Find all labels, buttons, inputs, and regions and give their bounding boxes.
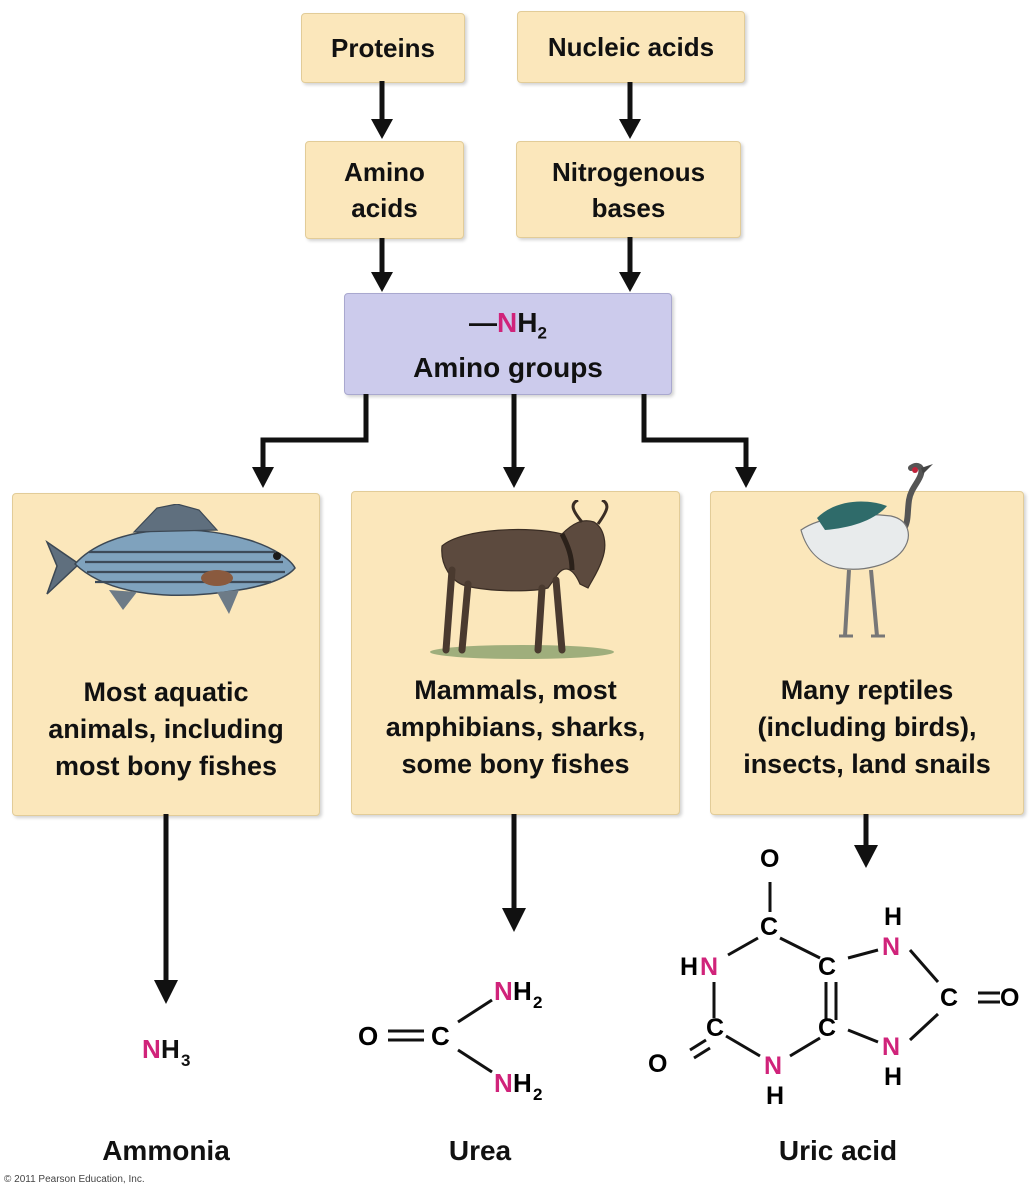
ammonia-name: Ammonia [102, 1135, 230, 1166]
arrowhead [371, 272, 393, 292]
arrowhead [502, 908, 526, 932]
arrowhead [154, 980, 178, 1004]
arrowhead [854, 845, 878, 868]
ammonia-formula: N H 3 [142, 1034, 190, 1070]
urea-n-bottom: N [494, 1068, 513, 1098]
uric-c-mid-top: C [818, 953, 836, 981]
urea-c: C [431, 1021, 450, 1051]
urea-sub-bottom: 2 [533, 1085, 542, 1104]
amino-groups-box: —NH2 Amino groups [344, 293, 672, 395]
arrowhead [371, 119, 393, 139]
mammals-label: Mammals, most amphibians, sharks, some b… [385, 675, 646, 779]
arrowhead [619, 272, 641, 292]
mammals-box: Mammals, most amphibians, sharks, some b… [351, 491, 680, 815]
amino-group-formula: —NH2 [345, 306, 671, 351]
arrowhead [619, 119, 641, 139]
uric-n-bottom: N [764, 1052, 782, 1080]
nitrogen-atom: N [497, 307, 518, 338]
urea-h-bottom: H [513, 1068, 532, 1098]
arrowhead [735, 467, 757, 488]
urea-sub-top: 2 [533, 993, 542, 1012]
reptiles-label: Many reptiles (including birds), insects… [743, 675, 991, 779]
uric-acid-name: Uric acid [778, 1135, 898, 1166]
amino-acids-line2: acids [351, 193, 418, 223]
subscript: 2 [537, 323, 547, 343]
uric-o-top: O [760, 845, 779, 873]
wildebeest-icon [430, 500, 614, 659]
uric-c-right: C [940, 984, 958, 1012]
uric-n-right-top: N [882, 933, 900, 961]
uric-h-right-bottom: H [884, 1063, 902, 1091]
nitrogenous-bases-line1: Nitrogenous [551, 156, 706, 187]
bond-dash: — [469, 307, 498, 338]
urea-h-top: H [513, 976, 532, 1006]
ammonia-h: H [161, 1034, 180, 1064]
urea-o: O [358, 1021, 378, 1051]
urea-name: Urea [448, 1135, 512, 1166]
fish-icon [45, 504, 296, 614]
uric-acid-structure: O C H N C H N C O C C O N H N H [648, 845, 1019, 1110]
uric-c-left: C [706, 1014, 724, 1042]
nucleic-acids-label: Nucleic acids [547, 32, 715, 62]
copyright-notice: © 2011 Pearson Education, Inc. [4, 1174, 145, 1185]
uric-h-right-top: H [884, 903, 902, 931]
ammonia-n: N [142, 1034, 161, 1064]
arrow-to-reptiles-box [641, 394, 749, 470]
uric-o-right: O [1000, 984, 1019, 1012]
amino-acids-line1: Amino [344, 157, 425, 187]
arrowhead [252, 467, 274, 488]
urea-structure: O C N H 2 N H 2 [358, 976, 542, 1104]
proteins-label: Proteins [330, 33, 436, 63]
uric-n-left: N [700, 953, 718, 981]
amino-groups-label: Amino groups [413, 351, 603, 383]
crane-bird-icon [800, 463, 933, 638]
uric-n-right-bottom: N [882, 1033, 900, 1061]
arrowhead [503, 467, 525, 488]
nitrogenous-bases-line2: bases [591, 192, 666, 223]
uric-o-left: O [648, 1050, 667, 1078]
proteins-box: Proteins [301, 13, 465, 83]
ammonia-sub: 3 [181, 1051, 190, 1070]
arrow-to-aquatic-box [260, 394, 369, 470]
aquatic-animals-label: Most aquatic animals, including most bon… [48, 677, 284, 781]
reptiles-box: Many reptiles (including birds), insects… [710, 463, 1024, 815]
uric-c-mid-bottom: C [818, 1014, 836, 1042]
amino-acids-box: Amino acids [305, 141, 464, 239]
uric-c-top: C [760, 913, 778, 941]
aquatic-animals-box: Most aquatic animals, including most bon… [12, 493, 320, 816]
urea-n-top: N [494, 976, 513, 1006]
uric-h-left: H [680, 953, 698, 981]
uric-h-bottom: H [766, 1082, 784, 1110]
hydrogen-atom: H [517, 307, 538, 338]
